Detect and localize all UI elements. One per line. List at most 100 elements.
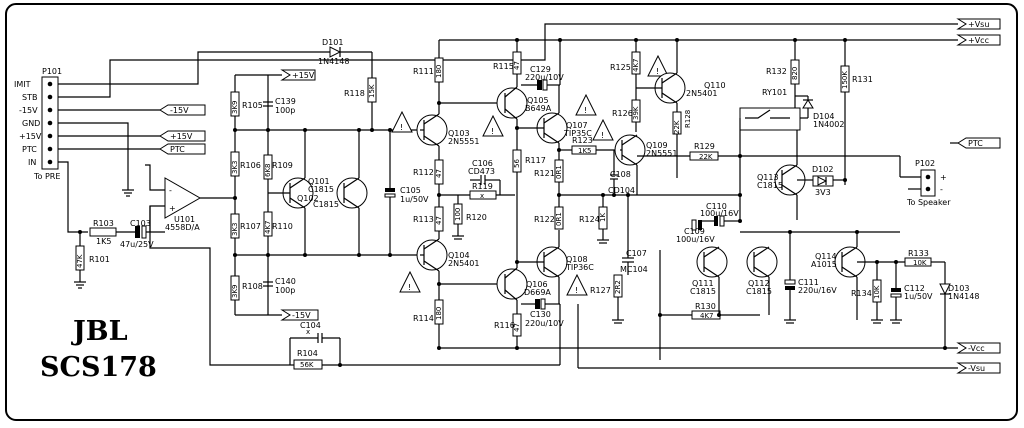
svg-text:C106: C106: [472, 159, 493, 168]
c103: C103 47u/25V: [116, 219, 154, 249]
r103: R103 1K5: [89, 219, 117, 246]
svg-text:MC104: MC104: [620, 265, 648, 274]
c140: C140 100p: [263, 277, 296, 295]
svg-text:Q112: Q112: [748, 279, 770, 288]
svg-text:A1015: A1015: [811, 260, 837, 269]
svg-text:!: !: [408, 283, 411, 292]
svg-text:x: x: [480, 192, 484, 200]
svg-text:+Vcc: +Vcc: [968, 36, 989, 45]
tag-vcc-top: +Vcc: [956, 34, 1001, 46]
svg-text:C1815: C1815: [757, 181, 783, 190]
svg-text:TIP36C: TIP36C: [565, 263, 594, 272]
svg-text:0R1: 0R1: [555, 212, 563, 226]
title-brand: JBL: [71, 316, 128, 347]
svg-text:-15V: -15V: [170, 106, 189, 115]
svg-text:P102: P102: [915, 159, 935, 168]
svg-text:B649A: B649A: [525, 104, 552, 113]
svg-text:1N4148: 1N4148: [948, 292, 979, 301]
q109: Q109 2N5551: [614, 134, 677, 195]
junction-dots: [233, 38, 947, 367]
q101-q102: Q101 C1815 Q102 C1815: [268, 130, 368, 255]
svg-text:1K5: 1K5: [578, 147, 592, 155]
svg-text:R125: R125: [610, 63, 631, 72]
svg-text:-Vsu: -Vsu: [968, 364, 985, 373]
svg-text:1u/50V: 1u/50V: [904, 292, 933, 301]
svg-text:!: !: [601, 131, 604, 140]
q104: Q104 2N5401: [416, 238, 479, 272]
d101: D101 1N4148: [318, 38, 372, 66]
r110: 4K7 R110: [263, 211, 293, 237]
svg-text:C111: C111: [798, 278, 819, 287]
svg-text:CD104: CD104: [608, 186, 635, 195]
svg-text:R130: R130: [695, 302, 716, 311]
svg-text:2N5401: 2N5401: [686, 89, 717, 98]
svg-text:R101: R101: [89, 255, 110, 264]
q108: Q108 TIP36C: [517, 230, 594, 304]
svg-text:3K3: 3K3: [231, 223, 239, 237]
svg-text:1K5: 1K5: [96, 237, 111, 246]
frame-border: [5, 3, 1018, 421]
svg-text:-15V: -15V: [292, 311, 311, 320]
title-model: SCS178: [40, 352, 157, 383]
c107: C107 MC104: [620, 195, 648, 275]
svg-text:Q102: Q102: [297, 194, 319, 203]
svg-text:C1815: C1815: [746, 287, 772, 296]
speaker-p102: P102 + - To Speaker: [740, 155, 951, 207]
opamp-u101: - + U101 4558D/A: [164, 177, 202, 232]
svg-text:47K: 47K: [76, 254, 84, 268]
c109: C109 100u/16V: [676, 219, 715, 244]
svg-text:D669A: D669A: [524, 288, 551, 297]
d103: D103 1N4148: [939, 262, 979, 348]
relay-ry101: RY101: [739, 88, 808, 195]
svg-text:R121: R121: [534, 169, 555, 178]
svg-text:100u/16V: 100u/16V: [700, 209, 739, 218]
svg-text:C109: C109: [684, 227, 705, 236]
svg-text:R118: R118: [344, 89, 365, 98]
svg-text:22K: 22K: [673, 120, 681, 134]
svg-text:Q103: Q103: [448, 129, 470, 138]
svg-text:1K: 1K: [599, 213, 607, 222]
svg-text:-: -: [940, 185, 943, 194]
svg-text:4K7: 4K7: [632, 59, 640, 73]
svg-text:PTC: PTC: [170, 145, 185, 154]
svg-text:R115: R115: [493, 62, 514, 71]
svg-text:R119: R119: [472, 182, 493, 191]
svg-text:56: 56: [513, 159, 521, 168]
svg-text:2N5551: 2N5551: [646, 149, 677, 158]
svg-text:100p: 100p: [275, 106, 295, 115]
svg-text:R111: R111: [413, 67, 434, 76]
svg-text:2N5551: 2N5551: [448, 137, 479, 146]
svg-text:CD473: CD473: [468, 167, 495, 176]
pin-m15: -15V: [19, 106, 38, 115]
svg-text:R124: R124: [579, 215, 600, 224]
svg-text:C1815: C1815: [308, 185, 334, 194]
svg-text:+15V: +15V: [292, 71, 315, 80]
svg-text:!: !: [400, 123, 403, 132]
c110: C110 100u/16V: [700, 202, 740, 227]
svg-text:3V3: 3V3: [815, 188, 831, 197]
pin-in: IN: [28, 158, 36, 167]
tag-ptc-left: PTC: [159, 143, 206, 155]
svg-text:R120: R120: [466, 213, 487, 222]
tag-m15-mid: -15V: [280, 309, 319, 321]
svg-text:Q110: Q110: [704, 81, 726, 90]
svg-text:C103: C103: [130, 219, 151, 228]
svg-text:Q106: Q106: [526, 280, 548, 289]
q105: Q105 B649A: [496, 74, 552, 150]
r120: 100 R120: [452, 195, 487, 240]
svg-text:220u/10V: 220u/10V: [525, 73, 564, 82]
svg-text:-: -: [169, 186, 172, 195]
svg-text:220u/10V: 220u/10V: [525, 319, 564, 328]
svg-text:6K8: 6K8: [264, 164, 272, 178]
q114: Q114 A1015: [811, 232, 866, 320]
